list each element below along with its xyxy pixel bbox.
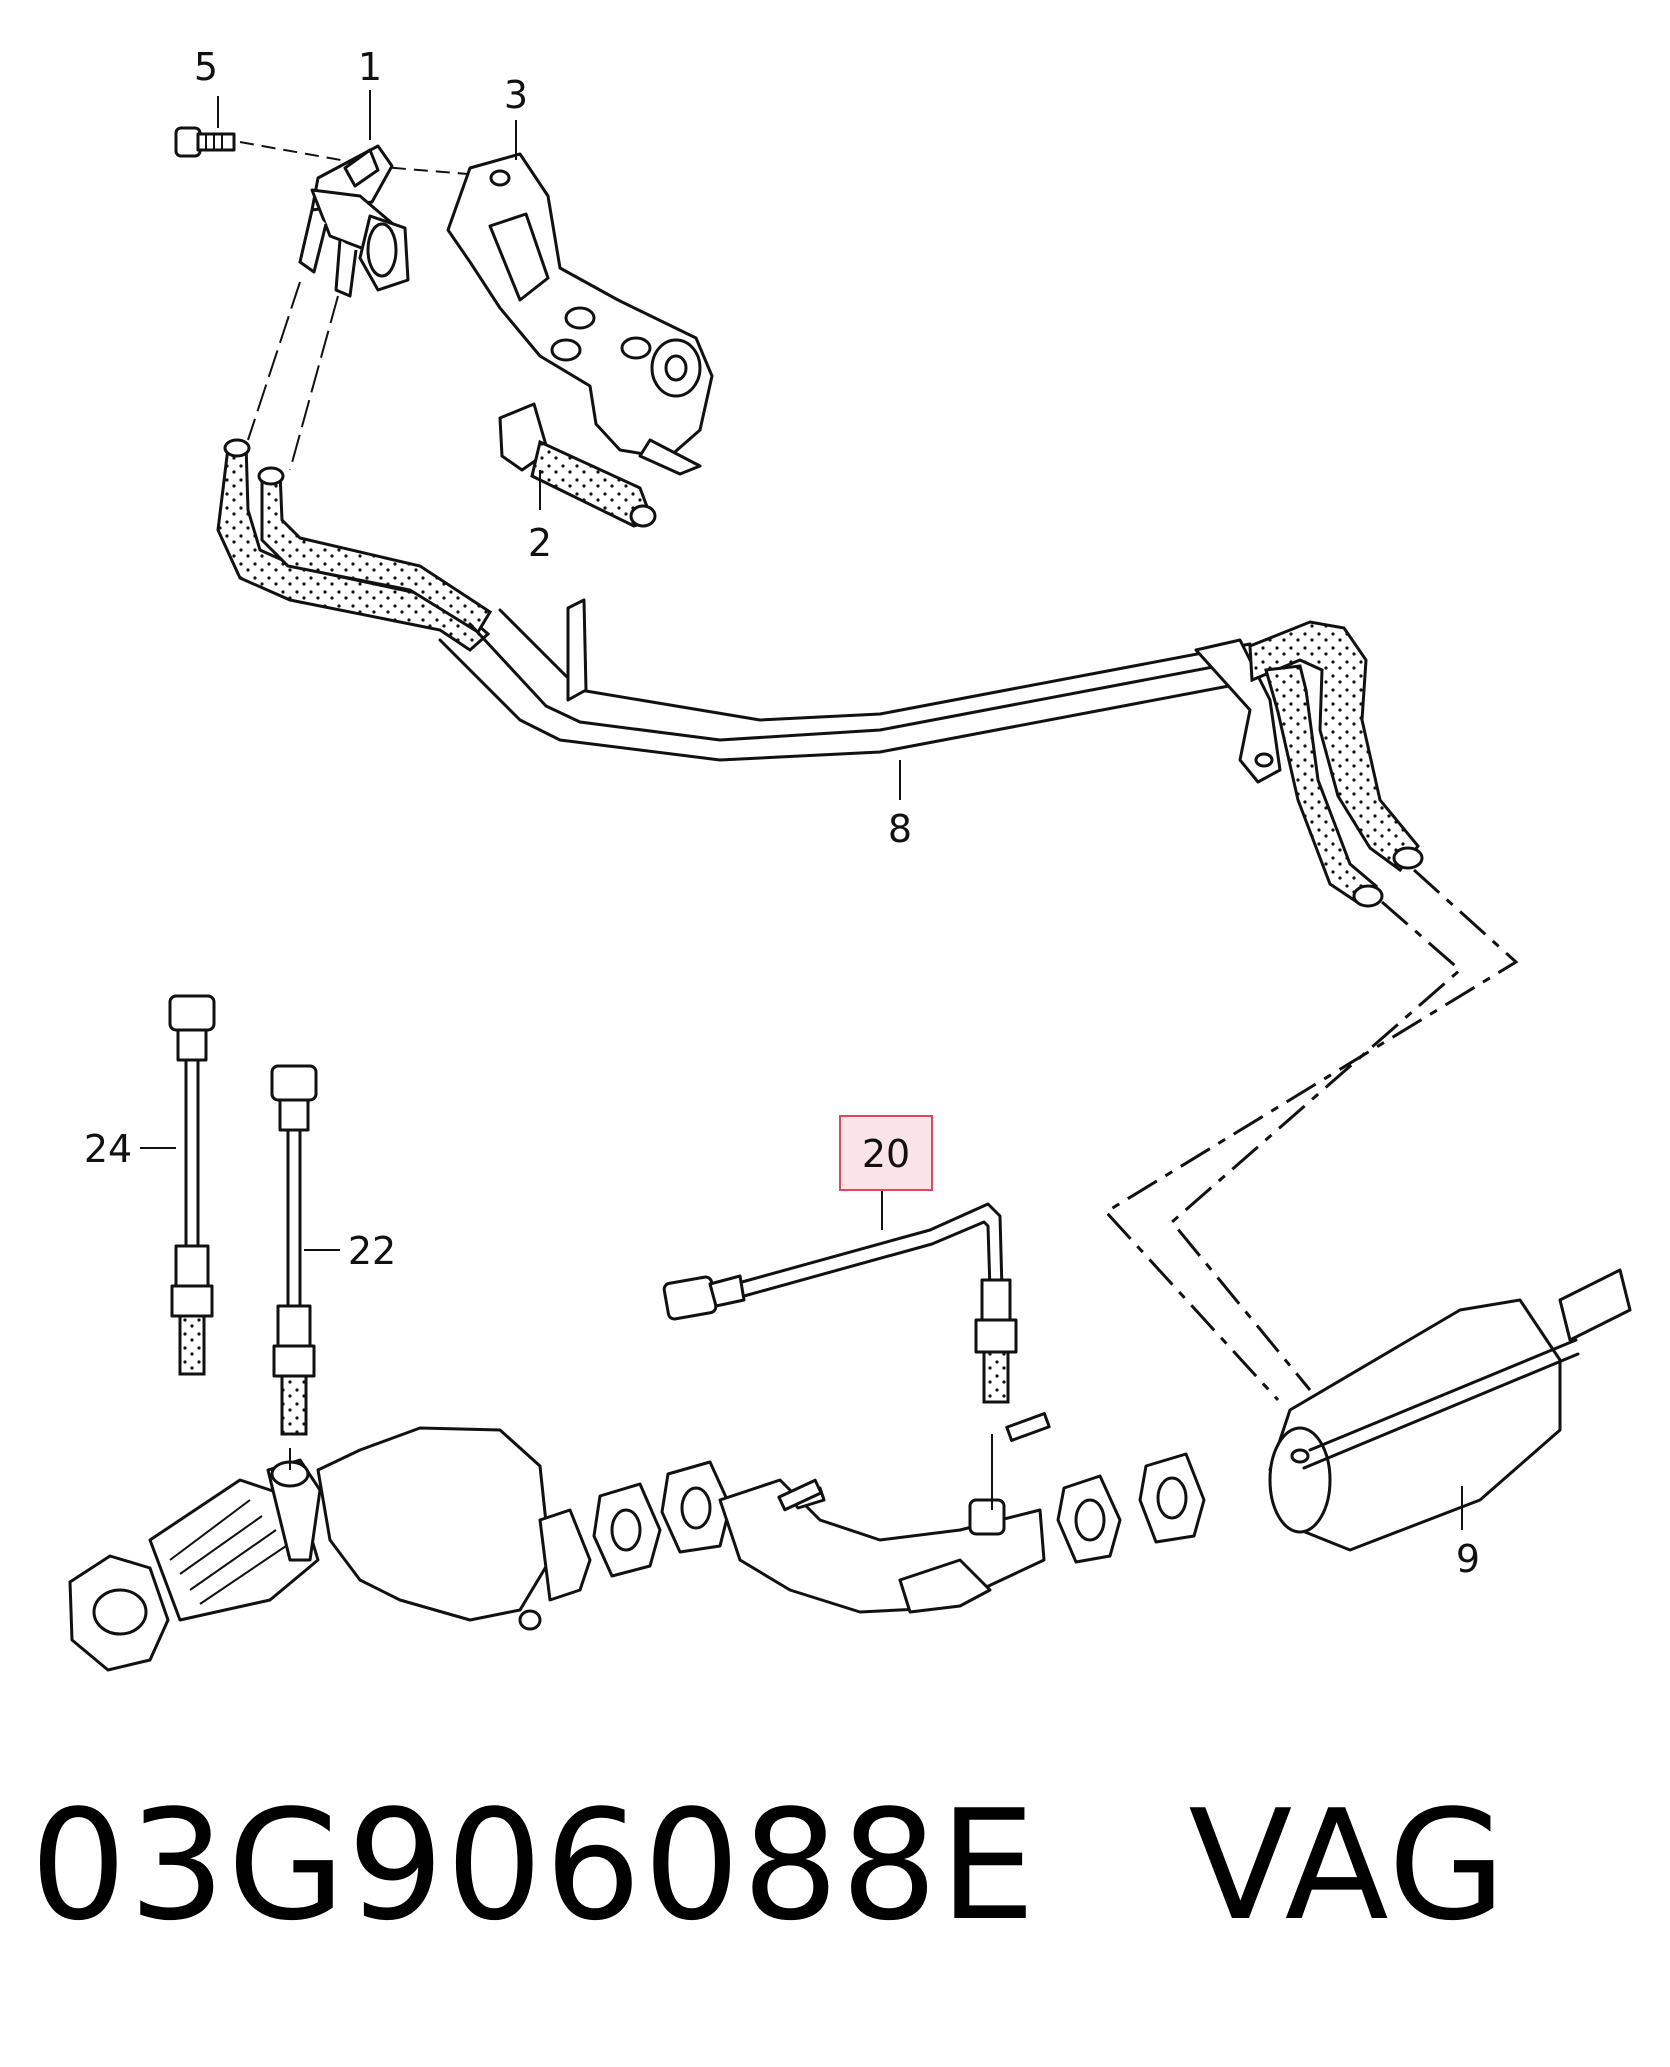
callout-20-highlight: 20 <box>839 1115 933 1191</box>
bolts-mid <box>777 1412 1051 1512</box>
pressure-sensor-1 <box>298 144 410 298</box>
callout-24: 24 <box>84 1127 132 1171</box>
pressure-pipe-8 <box>438 598 1282 784</box>
hose-upper <box>216 438 493 652</box>
callout-2: 2 <box>528 521 552 565</box>
temp-sensor-22 <box>270 1064 318 1436</box>
bracket-3 <box>446 152 714 476</box>
particulate-filter-9 <box>1268 1268 1632 1552</box>
hose-clip-2 <box>498 402 657 528</box>
callout-8: 8 <box>888 807 912 851</box>
gaskets-rear <box>1056 1452 1206 1564</box>
callout-3: 3 <box>504 73 528 117</box>
part-number: 03G906088E VAG <box>30 1777 1508 1954</box>
catalytic-converter <box>68 1426 592 1672</box>
temp-sensor-20 <box>662 1202 1018 1404</box>
gaskets-front <box>592 1460 732 1578</box>
callout-5: 5 <box>194 45 218 89</box>
temp-sensor-24 <box>168 994 216 1376</box>
callout-9: 9 <box>1456 1537 1480 1581</box>
front-pipe <box>718 1478 1046 1614</box>
bolt-5 <box>174 126 236 158</box>
callout-22: 22 <box>348 1229 396 1273</box>
callout-1: 1 <box>358 45 382 89</box>
hose-right <box>1248 620 1424 908</box>
callout-20: 20 <box>862 1132 910 1176</box>
